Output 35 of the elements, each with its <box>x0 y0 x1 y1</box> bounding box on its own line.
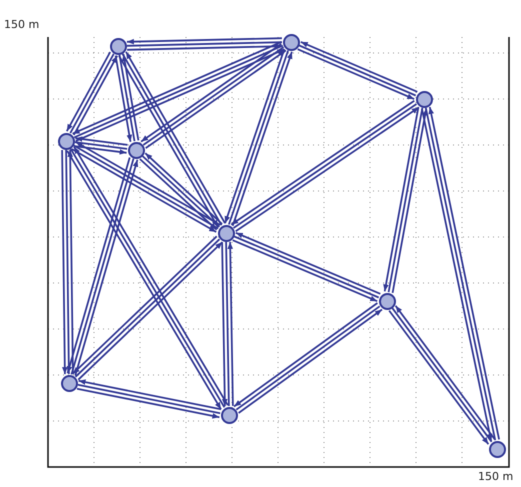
link-arrow <box>383 106 428 294</box>
link-arrow <box>70 141 222 233</box>
network-node <box>488 440 506 458</box>
network-node <box>60 374 78 392</box>
network-node <box>58 132 74 150</box>
link-arrow <box>76 379 222 419</box>
link-arrow <box>114 53 140 143</box>
network-node <box>128 142 144 158</box>
network-node <box>416 90 432 108</box>
link-arrow <box>72 235 224 381</box>
link-arrow <box>139 152 223 231</box>
network-node <box>218 224 234 242</box>
link-arrow <box>233 302 383 414</box>
link-arrow <box>66 156 138 376</box>
link-arrow <box>118 50 226 228</box>
link-arrow <box>140 43 287 149</box>
link-arrow <box>421 106 500 442</box>
link-arrow <box>72 41 286 142</box>
link-arrow <box>66 51 118 136</box>
network-node <box>378 292 396 310</box>
link-arrow <box>126 37 283 51</box>
link-arrow <box>232 232 382 302</box>
link-arrow <box>221 241 234 407</box>
link-arrow <box>230 100 420 232</box>
axis-label: 150 m <box>478 470 514 483</box>
link-arrow <box>74 136 128 155</box>
axis-label: 150 m <box>4 18 40 31</box>
network-node <box>220 406 238 424</box>
link-arrow <box>66 146 229 410</box>
network-node <box>282 34 300 50</box>
link-arrow <box>224 48 293 227</box>
link-arrow <box>61 149 74 375</box>
network-node <box>110 38 126 54</box>
link-arrow <box>296 41 418 100</box>
link-arrow <box>388 304 496 446</box>
